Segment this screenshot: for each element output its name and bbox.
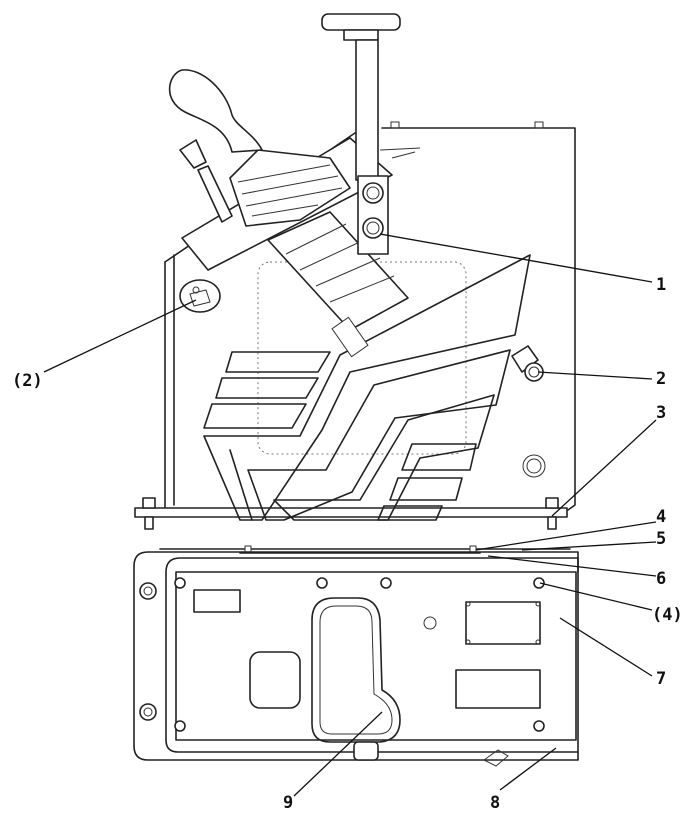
mount-bolt <box>139 703 157 721</box>
round-plug <box>522 454 546 478</box>
leader-5 <box>521 541 657 551</box>
callout-4-ref: (4) <box>652 605 683 625</box>
panel-screw <box>533 577 545 589</box>
leader-2p <box>43 299 197 373</box>
flange-bolt <box>545 497 559 530</box>
panel-screw <box>174 720 186 732</box>
joystick-lever <box>168 69 421 358</box>
round-plug-inner <box>526 458 542 474</box>
callout-2: 2 <box>656 369 666 389</box>
leader-4p <box>539 582 653 611</box>
callout-1: 1 <box>656 275 666 295</box>
leader-8 <box>499 747 557 791</box>
leader-2 <box>537 371 653 380</box>
gasket-rivet <box>469 545 477 553</box>
leader-lines <box>43 233 657 797</box>
window-screw <box>465 601 471 607</box>
callout-9: 9 <box>283 793 293 813</box>
leader-9 <box>293 711 383 797</box>
leader-7 <box>559 617 653 677</box>
cable-latch <box>483 749 509 767</box>
panel-screw <box>533 720 545 732</box>
mount-bolt <box>139 582 157 600</box>
callout-8: 8 <box>490 793 500 813</box>
panel-hole <box>423 616 437 630</box>
inner-plate <box>175 571 577 741</box>
base-plate <box>133 551 579 761</box>
flange-bolt <box>142 497 156 530</box>
base-plate-assembly <box>133 545 579 767</box>
cutout-rect <box>193 589 241 613</box>
boot-seal <box>311 597 401 743</box>
pull-handle <box>321 13 401 255</box>
cutout-slot <box>455 669 541 709</box>
side-knob <box>511 345 544 382</box>
callout-labels: 1 2 3 4 5 6 (4) 7 8 9 (2) <box>12 275 683 813</box>
cover-panel <box>165 557 579 753</box>
panel-screw <box>380 577 392 589</box>
panel-screw <box>174 577 186 589</box>
window-screw <box>535 639 541 645</box>
callout-4: 4 <box>656 507 666 527</box>
callout-7: 7 <box>656 669 666 689</box>
leader-6 <box>487 555 657 577</box>
boot-seal-inner <box>319 605 393 735</box>
leader-3 <box>551 419 657 517</box>
callout-5: 5 <box>656 529 666 549</box>
top-screw <box>390 121 400 129</box>
cutout-window <box>465 601 541 645</box>
leader-1 <box>379 233 653 283</box>
mount-bolt-inner <box>143 586 153 596</box>
base-flange-plate <box>134 507 568 518</box>
boot-tab <box>353 741 379 761</box>
top-screw <box>534 121 544 129</box>
callout-2-ref: (2) <box>12 371 43 391</box>
window-screw <box>465 639 471 645</box>
control-box-assembly <box>134 13 576 530</box>
callout-6: 6 <box>656 569 666 589</box>
cable-clamp <box>179 279 221 313</box>
gasket-rivet <box>244 545 252 553</box>
panel-screw <box>316 577 328 589</box>
stripe-decal <box>203 254 531 521</box>
mount-bolt-inner <box>143 707 153 717</box>
callout-3: 3 <box>656 403 666 423</box>
leader-4 <box>475 521 657 551</box>
window-screw <box>535 601 541 607</box>
cutout-square <box>249 651 301 709</box>
